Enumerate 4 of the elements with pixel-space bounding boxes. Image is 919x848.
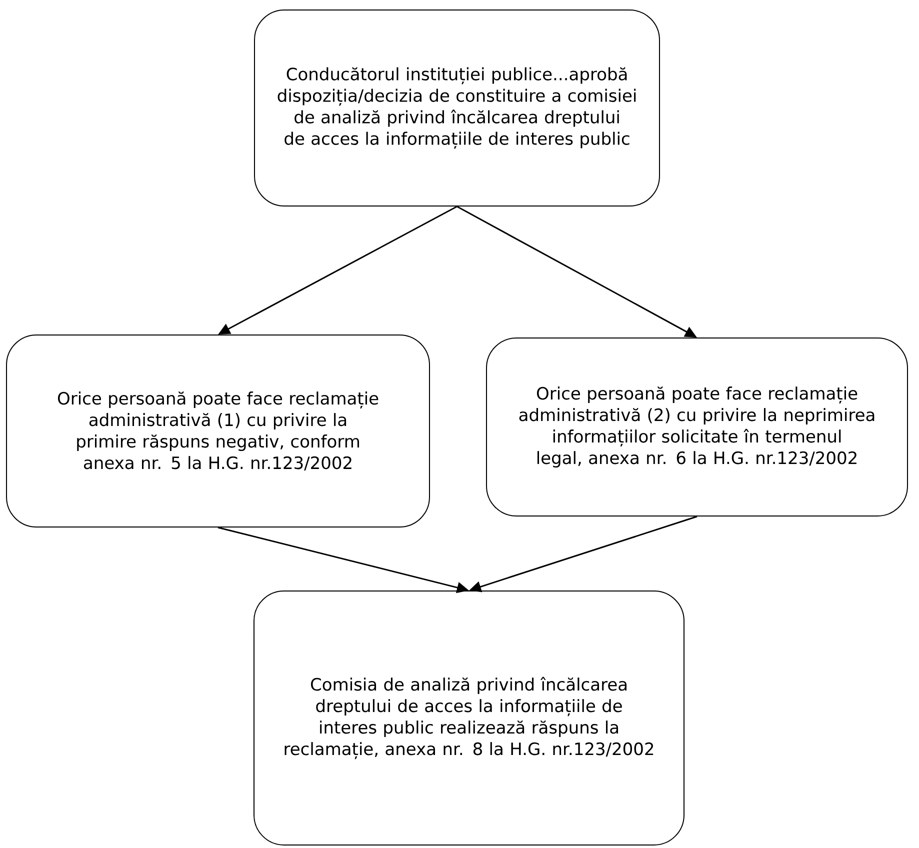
process-box: Orice persoană poate face reclamație administrativă (1) cu privire la primire răspuns negativ, conform anexa nr. 5 la H.G. nr.123/2002 xyxy=(6,334,430,528)
process-box: Comisia de analiză privind încălcarea dreptului de acces la informațiile de interes public realizează răspuns la reclamație, anexa nr. 8 la H.G. nr.123/2002 xyxy=(254,590,684,846)
process-box: Conducătorul instituției publice...aprobă dispoziția/decizia de constituire a comisiei de analiză privind încălcarea dreptului de acces la informațiile de interes public xyxy=(254,10,660,206)
process-box: Orice persoană poate face reclamație administrativă (2) cu privire la neprimirea informațiilor solicitate în termenul legal, anexa nr. 6 la H.G. nr.123/2002 xyxy=(486,338,908,516)
